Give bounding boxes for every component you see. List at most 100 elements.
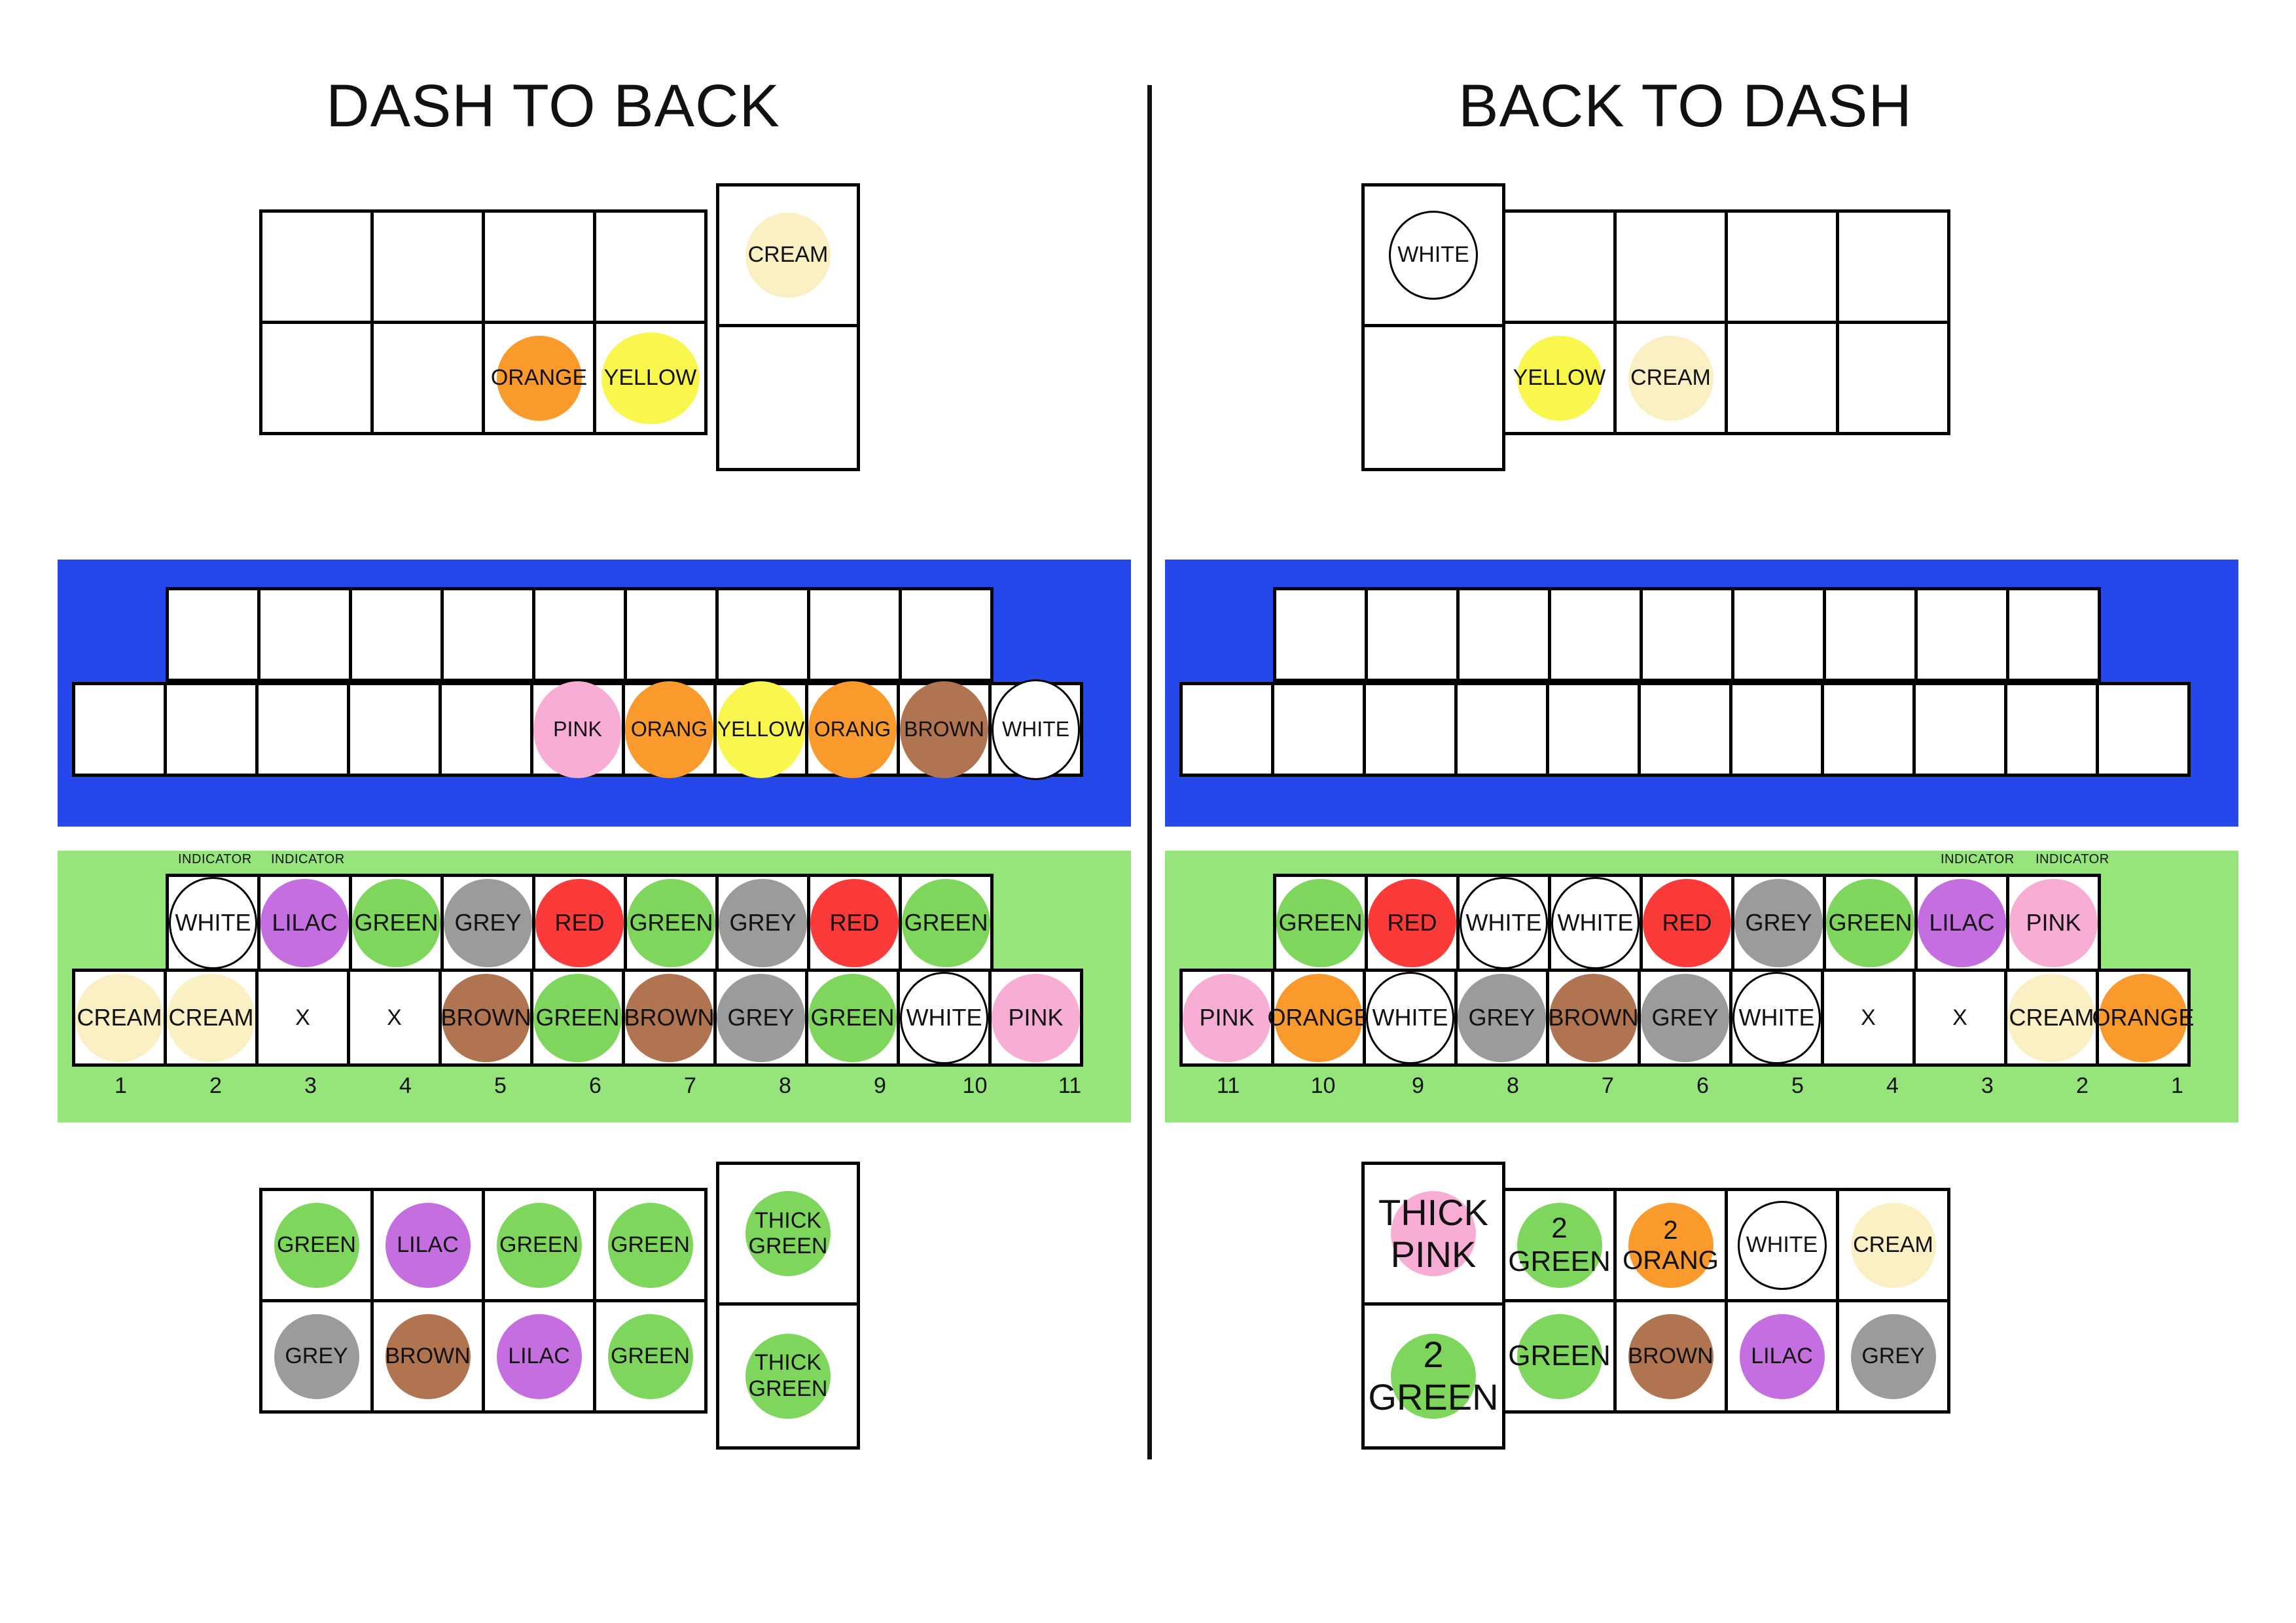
cream-marker: CREAM <box>1628 335 1713 421</box>
left-green-lower-cell: GREEN <box>533 972 625 1067</box>
right-top-r1-c3 <box>1728 213 1839 324</box>
left-green-lower-cell: CREAM <box>167 972 259 1067</box>
left-blue-upper-cell <box>810 590 902 682</box>
left-title: DASH TO BACK <box>326 73 780 139</box>
position-number: 5 <box>1791 1073 1804 1098</box>
left-blue-upper-cell <box>719 590 810 682</box>
right-bottom-r2-c3: LILAC <box>1728 1302 1839 1414</box>
right-bottom-r2-c4: GREY <box>1839 1302 1950 1414</box>
right-blue-lower-cell <box>1824 685 1916 777</box>
white-marker: WHITE <box>1732 971 1821 1064</box>
brown-marker: BROWN <box>624 973 715 1062</box>
brown-marker: BROWN <box>900 681 988 778</box>
left-blue-lower-cell: PINK <box>533 681 625 778</box>
position-number: 8 <box>1507 1073 1519 1098</box>
lilac-marker: LILAC <box>1739 1313 1825 1399</box>
left-top-r1-c1 <box>262 213 374 324</box>
position-number: 7 <box>1602 1073 1614 1098</box>
left-green-upper-cell: GREEN <box>902 877 994 972</box>
left-blue-lower-cell: WHITE <box>992 679 1083 780</box>
left-blue-upper-cell <box>902 590 994 682</box>
left-blue-lower-cell: ORANG <box>808 681 900 778</box>
right-top-tall-upper: WHITE <box>1361 183 1505 327</box>
right-green-upper-cell: PINK <box>2009 877 2101 972</box>
brown-marker: BROWN <box>441 973 531 1062</box>
brown-marker: BROWN <box>385 1313 471 1399</box>
brown-marker: BROWN <box>1628 1313 1713 1399</box>
left-top-r2-c3: ORANGE <box>485 324 596 435</box>
left-top-r2-c2 <box>374 324 485 435</box>
right-top-r2-c1: YELLOW <box>1505 324 1617 435</box>
right-bottom-r1-c3: WHITE <box>1728 1191 1839 1302</box>
position-number: 1 <box>2171 1073 2183 1098</box>
position-number: 2 <box>2076 1073 2089 1098</box>
right-blue-upper-row <box>1273 587 2101 682</box>
left-bottom-tall-upper: THICK GREEN <box>716 1162 860 1306</box>
left-blue-upper-cell <box>352 590 444 682</box>
center-divider <box>1147 85 1152 1459</box>
position-number: 11 <box>1216 1073 1240 1098</box>
right-indicator-1: INDICATOR <box>1941 852 2015 866</box>
left-indicator-2: INDICATOR <box>271 852 345 866</box>
right-green-lower-cell: PINK <box>1183 972 1274 1067</box>
right-bottom-r1-c4: CREAM <box>1839 1191 1950 1302</box>
green-marker: GREEN <box>533 973 622 1062</box>
position-number: 2 <box>209 1073 222 1098</box>
left-green-upper-cell: WHITE <box>169 876 260 972</box>
left-top-r1-c2 <box>374 213 485 324</box>
empty-slot-mark: X <box>1861 1005 1876 1030</box>
red-marker: RED <box>810 878 899 967</box>
right-green-lower-cell: ORANGE <box>2092 972 2195 1067</box>
left-top-tall-lower <box>716 324 860 471</box>
position-number: 6 <box>1696 1073 1709 1098</box>
grey-marker: GREY <box>719 878 807 967</box>
right-top-r2-c3 <box>1728 324 1839 435</box>
right-blue-upper-cell <box>2009 590 2101 682</box>
grey-marker: GREY <box>717 973 805 1062</box>
position-number: 4 <box>1886 1073 1899 1098</box>
grey-marker: GREY <box>1641 973 1729 1062</box>
right-bottom-tall-lower: 2 GREEN <box>1361 1302 1505 1450</box>
right-blue-lower-cell <box>1549 685 1641 777</box>
left-green-lower-cell: BROWN <box>441 972 533 1067</box>
right-blue-lower-cell <box>1916 685 2007 777</box>
cream-marker: CREAM <box>75 973 164 1062</box>
left-blue-upper-cell <box>444 590 535 682</box>
right-green-lower-cell: X <box>1824 972 1916 1067</box>
left-green-upper-cell: RED <box>810 877 902 972</box>
green-marker: GREEN <box>274 1202 359 1288</box>
orange-marker: ORANGE <box>1267 973 1370 1062</box>
two-green-marker: 2 GREEN <box>1368 1333 1499 1419</box>
grey-marker: GREY <box>274 1313 359 1399</box>
position-number: 8 <box>779 1073 791 1098</box>
lilac-marker: LILAC <box>385 1202 471 1288</box>
left-blue-lower-cell <box>75 685 167 777</box>
left-green-lower-cell: X <box>350 972 442 1067</box>
position-number: 3 <box>304 1073 317 1098</box>
left-green-upper-cell: GREY <box>719 877 810 972</box>
grey-marker: GREY <box>1734 878 1823 967</box>
left-blue-lower-cell: BROWN <box>900 681 992 778</box>
left-green-upper-cell: LILAC <box>260 877 352 972</box>
white-marker: WHITE <box>1551 876 1640 969</box>
left-top-tall-upper: CREAM <box>716 183 860 327</box>
empty-slot-mark: X <box>1952 1005 1967 1030</box>
right-green-lower-cell: ORANGE <box>1267 972 1370 1067</box>
left-bottom-r2-c1: GREY <box>262 1302 374 1414</box>
empty-slot-mark: X <box>295 1005 310 1030</box>
left-green-lower-cell: CREAM <box>75 972 167 1067</box>
thick-green-marker: THICK GREEN <box>745 1333 831 1419</box>
left-bottom-r2-c3: LILAC <box>485 1302 596 1414</box>
white-marker: WHITE <box>169 876 257 969</box>
white-marker: WHITE <box>1366 971 1454 1064</box>
left-blue-upper-cell <box>169 590 260 682</box>
right-blue-lower-cell <box>1458 685 1549 777</box>
right-blue-upper-cell <box>1460 590 1551 682</box>
right-blue-lower-cell <box>1366 685 1458 777</box>
orange-marker: ORANG <box>808 681 897 778</box>
left-green-upper-cell: GREY <box>444 877 535 972</box>
left-bottom-r1-c2: LILAC <box>374 1191 485 1302</box>
